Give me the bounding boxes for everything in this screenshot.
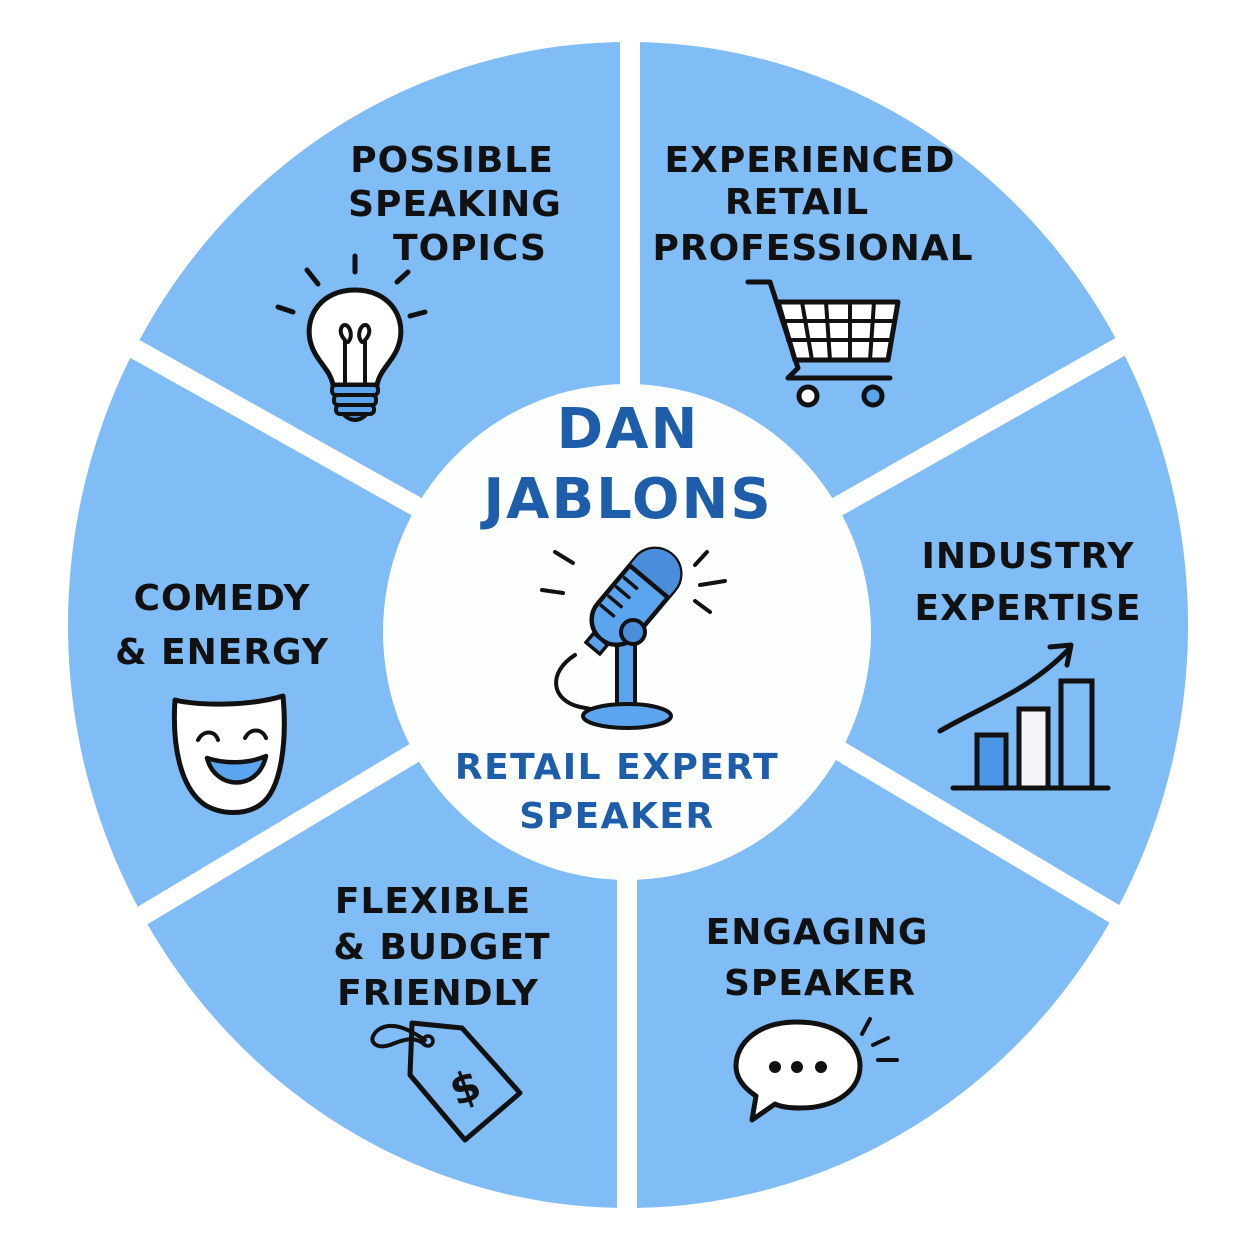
segment-flexible-budget-friendly: FLEXIBLE & BUDGET FRIENDLY $ <box>333 881 550 1143</box>
segment-label-line: POSSIBLE <box>350 140 554 181</box>
segment-label-line: RETAIL <box>725 182 869 223</box>
segment-label-line: FLEXIBLE <box>335 881 531 922</box>
segment-industry-expertise: INDUSTRY EXPERTISE <box>915 536 1142 791</box>
segment-experienced-retail-professional: EXPERIENCED RETAIL PROFESSIONAL <box>652 140 973 408</box>
segment-label-line: PROFESSIONAL <box>652 228 973 269</box>
center-content: DAN JABLONS <box>455 397 779 837</box>
segment-comedy-energy: COMEDY & ENERGY <box>115 578 329 815</box>
lightbulb-icon <box>275 253 428 422</box>
speaker-subtitle-line2: SPEAKER <box>519 796 714 837</box>
segment-label-line: TOPICS <box>393 228 547 269</box>
microphone-icon <box>540 546 727 730</box>
segment-label-line: EXPERIENCED <box>664 140 955 181</box>
speech-bubble-icon <box>733 1017 899 1123</box>
segment-label-line: EXPERTISE <box>915 588 1142 629</box>
speaker-subtitle-line1: RETAIL EXPERT <box>455 747 779 788</box>
segment-label-line: SPEAKER <box>724 963 916 1004</box>
segment-label-line: & ENERGY <box>115 632 329 673</box>
segment-label-line: INDUSTRY <box>922 536 1135 577</box>
segment-label-line: FRIENDLY <box>337 973 539 1014</box>
shopping-cart-icon <box>745 279 901 408</box>
segment-engaging-speaker: ENGAGING SPEAKER <box>706 912 929 1123</box>
growth-chart-icon <box>937 642 1111 791</box>
segment-possible-speaking-topics: POSSIBLE SPEAKING TOPICS <box>275 140 562 422</box>
speaker-first-name: DAN <box>557 397 700 462</box>
segment-label-line: & BUDGET <box>333 927 550 968</box>
segment-dividers <box>104 20 1156 1230</box>
speaker-last-name: JABLONS <box>479 467 772 532</box>
segment-label-line: ENGAGING <box>706 912 929 953</box>
segment-label-line: COMEDY <box>134 578 311 619</box>
comedy-mask-icon <box>171 693 287 815</box>
segment-label-line: SPEAKING <box>348 184 562 225</box>
